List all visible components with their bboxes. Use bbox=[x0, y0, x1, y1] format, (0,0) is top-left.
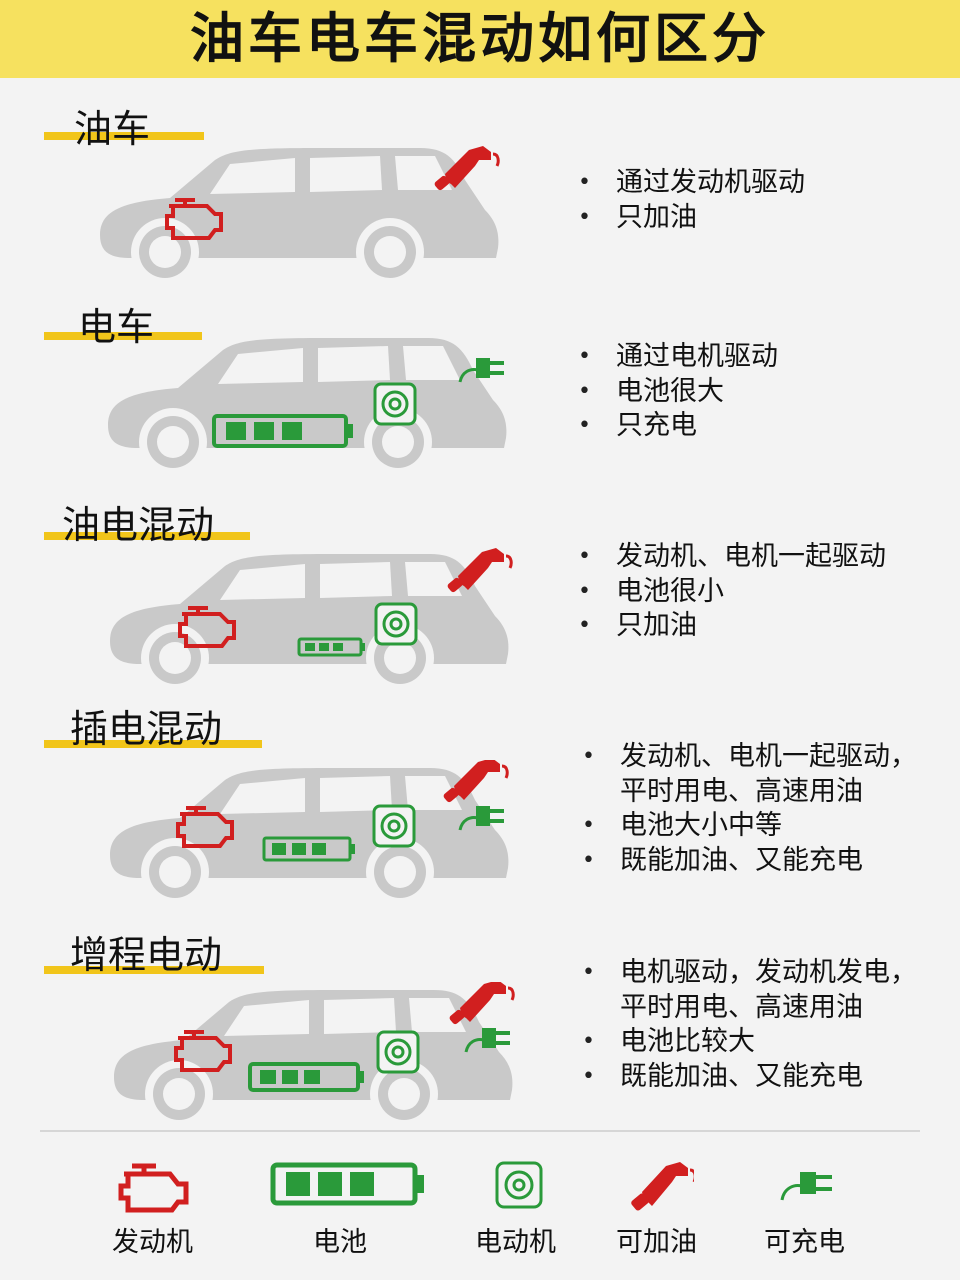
bullet-list: 发动机、电机一起驱动 电池很小 只加油 bbox=[578, 540, 886, 644]
engine-icon bbox=[178, 606, 236, 648]
fuel-nozzle-icon bbox=[434, 146, 500, 191]
fuel-nozzle-icon bbox=[447, 548, 513, 593]
section-label: 油车 bbox=[74, 107, 151, 151]
engine-icon bbox=[118, 1163, 189, 1213]
legend-label: 电动机 bbox=[475, 1227, 556, 1258]
bullet-item: 既能加油、又能充电 bbox=[582, 844, 917, 879]
car-illustration bbox=[114, 982, 515, 1128]
section-underline bbox=[44, 332, 202, 340]
section-underline bbox=[44, 132, 204, 140]
section-label: 电车 bbox=[78, 305, 155, 349]
car-body bbox=[110, 768, 509, 906]
bullet-list: 通过发动机驱动 只加油 bbox=[578, 166, 805, 235]
car-illustration bbox=[108, 338, 507, 476]
section-underline bbox=[44, 532, 250, 540]
page-title: 油车电车混动如何区分 bbox=[190, 7, 770, 70]
bullet-text-continued: 平时用电、高速用油 bbox=[620, 775, 863, 807]
bullet-item: 电机驱动，发动机发电，平时用电、高速用油 bbox=[582, 956, 917, 1025]
car-illustration bbox=[110, 760, 509, 906]
engine-icon bbox=[176, 806, 234, 848]
battery-icon bbox=[270, 1162, 424, 1206]
section-underline bbox=[44, 966, 264, 974]
bullet-item: 只加油 bbox=[578, 609, 886, 644]
motor-icon bbox=[376, 1030, 420, 1074]
battery-icon bbox=[262, 836, 355, 862]
fuel-nozzle-icon bbox=[449, 982, 515, 1025]
legend-label: 电池 bbox=[313, 1227, 367, 1258]
section-underline bbox=[44, 740, 262, 748]
fuel-nozzle-icon bbox=[443, 760, 509, 803]
bullet-text: 发动机、电机一起驱动， bbox=[620, 741, 917, 772]
battery-icon bbox=[297, 637, 365, 657]
bullet-text: 电机驱动，发动机发电， bbox=[620, 957, 917, 988]
plug-icon bbox=[458, 358, 504, 383]
bullet-list: 电机驱动，发动机发电，平时用电、高速用油 电池比较大 既能加油、又能充电 bbox=[582, 956, 917, 1094]
bullet-item: 只加油 bbox=[578, 201, 805, 236]
fuel-nozzle-icon bbox=[631, 1162, 694, 1211]
engine-icon bbox=[165, 198, 223, 240]
section-label: 插电混动 bbox=[70, 707, 223, 751]
bullet-item: 通过电机驱动 bbox=[578, 340, 778, 375]
battery-icon bbox=[212, 414, 353, 448]
legend-label: 发动机 bbox=[112, 1227, 193, 1258]
legend-label: 可加油 bbox=[616, 1227, 697, 1258]
bullet-item: 电池比较大 bbox=[582, 1025, 917, 1060]
bullet-item: 电池很大 bbox=[578, 375, 778, 410]
title-band bbox=[0, 0, 960, 78]
car-body bbox=[108, 338, 507, 476]
bullet-list: 通过电机驱动 电池很大 只充电 bbox=[578, 340, 778, 444]
car-body bbox=[114, 990, 513, 1128]
bullet-item: 电池大小中等 bbox=[582, 809, 917, 844]
car-illustration bbox=[110, 548, 513, 692]
bullet-list: 发动机、电机一起驱动，平时用电、高速用油 电池大小中等 既能加油、又能充电 bbox=[582, 740, 917, 878]
car-illustration bbox=[100, 146, 500, 286]
section-label: 油电混动 bbox=[62, 503, 215, 547]
bullet-item: 通过发动机驱动 bbox=[578, 166, 805, 201]
bullet-item: 发动机、电机一起驱动，平时用电、高速用油 bbox=[582, 740, 917, 809]
bullet-item: 电池很小 bbox=[578, 575, 886, 610]
plug-icon bbox=[780, 1172, 832, 1201]
bullet-text-continued: 平时用电、高速用油 bbox=[620, 991, 863, 1023]
bullet-item: 只充电 bbox=[578, 409, 778, 444]
bullet-item: 既能加油、又能充电 bbox=[582, 1060, 917, 1095]
plug-icon bbox=[458, 806, 504, 831]
section-label: 增程电动 bbox=[70, 933, 223, 977]
motor-icon bbox=[374, 602, 418, 646]
bullet-item: 发动机、电机一起驱动 bbox=[578, 540, 886, 575]
car-body bbox=[110, 554, 509, 692]
legend-divider bbox=[40, 1130, 920, 1132]
plug-icon bbox=[464, 1028, 510, 1053]
motor-icon bbox=[373, 382, 417, 426]
battery-icon bbox=[248, 1062, 364, 1092]
motor-icon bbox=[372, 804, 416, 848]
car-body bbox=[100, 148, 499, 286]
engine-icon bbox=[174, 1030, 232, 1072]
motor-icon bbox=[495, 1161, 543, 1209]
legend-label: 可充电 bbox=[764, 1227, 845, 1258]
